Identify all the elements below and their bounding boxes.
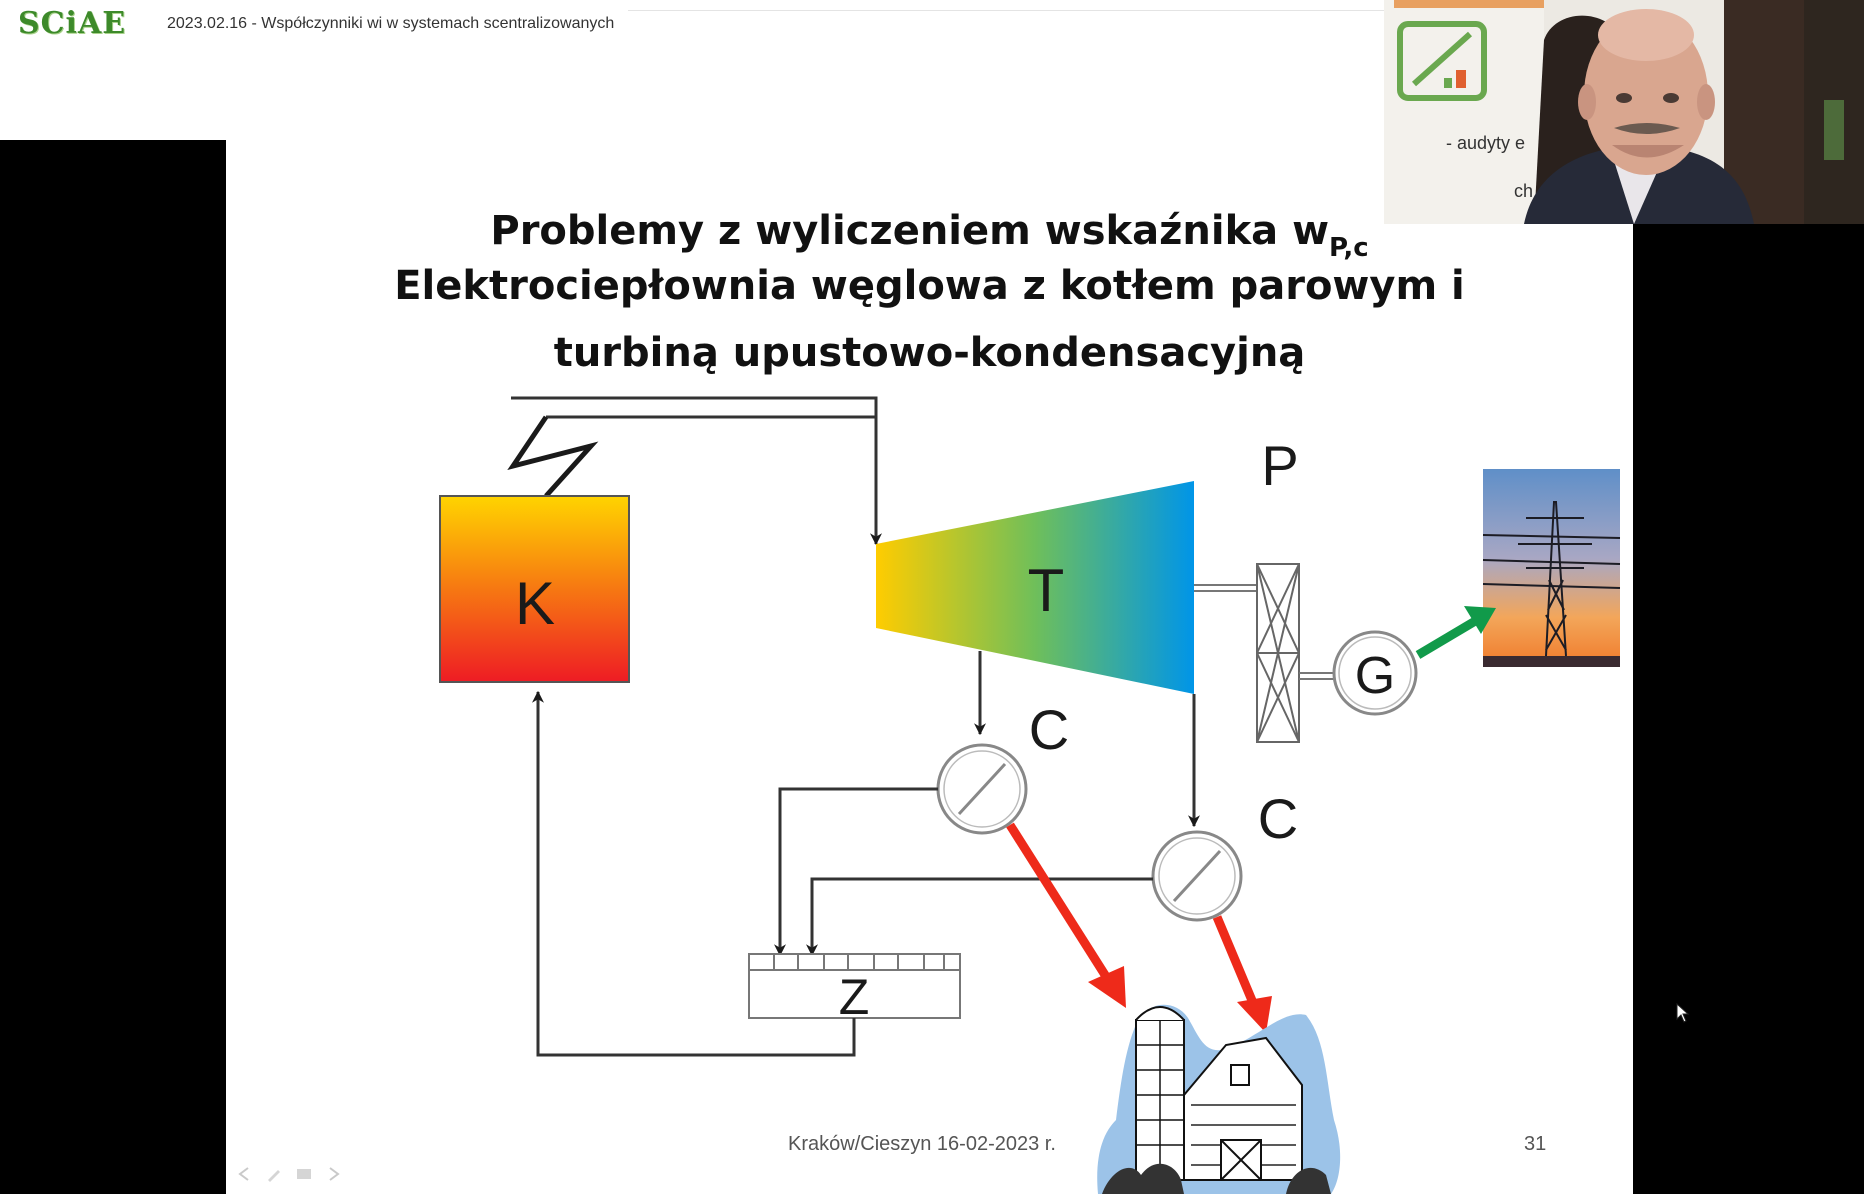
turbine-block: T — [876, 481, 1194, 694]
top-divider — [628, 10, 1388, 11]
slide-title-subscript: P,c — [1329, 233, 1369, 263]
electricity-symbol — [507, 415, 876, 498]
farm-building-image — [1097, 1004, 1341, 1194]
condenser-label-2: C — [1258, 787, 1298, 850]
generator-label: G — [1355, 647, 1395, 705]
session-title: 2023.02.16 - Współczynniki wi w systemac… — [167, 15, 615, 32]
next-slide-icon[interactable] — [324, 1164, 344, 1184]
power-label: P — [1261, 434, 1298, 497]
steam-line — [511, 396, 882, 546]
condenser-label-1: C — [1029, 698, 1069, 761]
presentation-slide: Problemy z wyliczeniem wskaźnika wP,c El… — [226, 140, 1633, 1194]
menu-icon[interactable] — [294, 1164, 314, 1184]
heat-exchanger-2 — [1151, 830, 1243, 922]
slide-title-line-3: turbiną upustowo-kondensacyjną — [553, 330, 1306, 376]
slide-footer: Kraków/Cieszyn 16-02-2023 r. — [788, 1133, 1056, 1155]
slide-navigation — [234, 1164, 344, 1188]
webcam-banner-text: - audyty e — [1446, 133, 1525, 153]
webcam-banner-text-2: ch — [1514, 181, 1533, 201]
sciae-logo[interactable]: SCiAE — [18, 6, 127, 41]
boiler-label: K — [515, 570, 555, 637]
condensate-line-1 — [774, 787, 938, 957]
power-output-arrow — [1415, 606, 1496, 659]
turbine-label: T — [1028, 557, 1065, 624]
presenter-video-frame: - audyty e ch — [1384, 0, 1864, 224]
storage-tank: Z — [748, 953, 961, 1025]
mouse-cursor-icon — [1676, 1003, 1690, 1023]
feedwater-return-line — [532, 690, 856, 1057]
generator-block: G — [1332, 630, 1418, 716]
slide-title-main: Problemy z wyliczeniem wskaźnika w — [490, 208, 1330, 254]
condensate-line-2 — [806, 877, 1153, 957]
tank-label: Z — [839, 969, 870, 1025]
chp-plant-diagram: K T P G — [439, 396, 1621, 1194]
slide-title-line-1: Problemy z wyliczeniem wskaźnika wP,c — [226, 206, 1633, 273]
slide-title-line-2: Elektrociepłownia węglowa z kotłem parow… — [394, 263, 1465, 309]
heat-output-arrows — [1006, 822, 1272, 1033]
pen-icon[interactable] — [264, 1164, 284, 1184]
power-pylon-image — [1482, 469, 1621, 667]
boiler-block: K — [439, 495, 630, 683]
webcam-video[interactable]: - audyty e ch — [1384, 0, 1864, 224]
shaft-coupling — [1194, 563, 1334, 743]
heat-exchanger-1 — [936, 743, 1028, 835]
slide-page-number: 31 — [1524, 1133, 1547, 1155]
previous-slide-icon[interactable] — [234, 1164, 254, 1184]
